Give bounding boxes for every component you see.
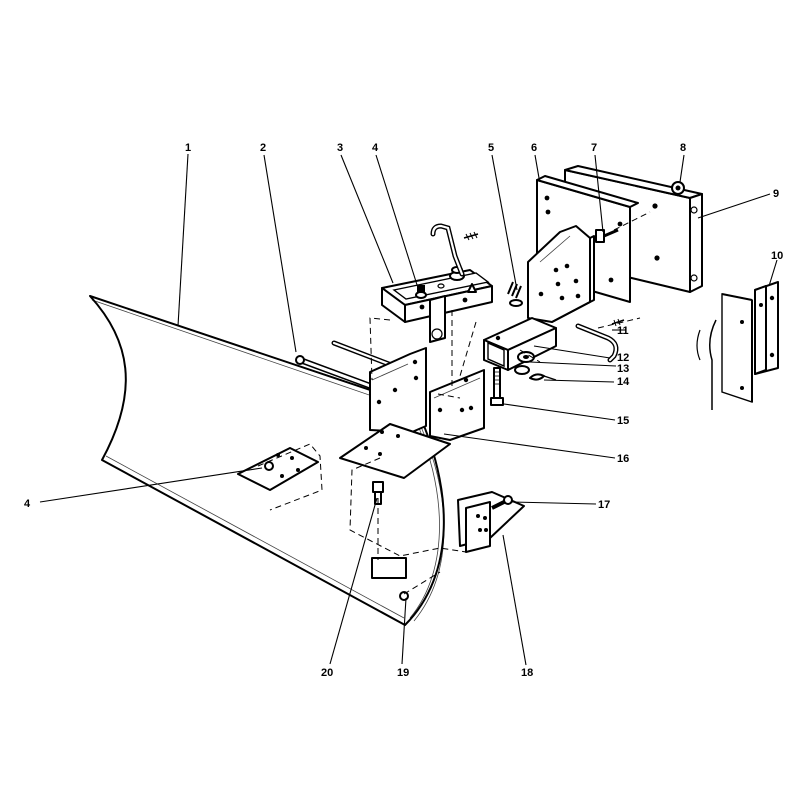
callout-13: 13 [617, 363, 629, 375]
callout-4: 4 [372, 142, 379, 154]
hitch-side-bracket [527, 225, 595, 323]
blade-edge-plate [696, 293, 753, 410]
blade-brace-right [429, 369, 485, 441]
mounting-plate-4-lower [237, 447, 319, 491]
callout-labels: 1 2 3 4 5 6 7 8 9 10 11 12 13 14 15 16 4… [24, 142, 783, 679]
callout-16: 16 [617, 453, 629, 465]
washer-12-13 [514, 351, 535, 375]
bolt-15 [490, 367, 504, 406]
cotter-pin-14 [529, 373, 557, 381]
pivot-cradle-bracket [381, 269, 493, 343]
callout-19: 19 [397, 667, 409, 679]
assembly-dashed-lines [257, 211, 651, 595]
callout-5: 5 [488, 142, 494, 154]
spring-pin-5 [507, 281, 523, 307]
callout-15: 15 [617, 415, 629, 427]
callout-20: 20 [321, 667, 333, 679]
bolt-17 [491, 495, 513, 510]
nut-19 [371, 557, 409, 601]
callout-11: 11 [617, 325, 629, 337]
nut-8 [671, 181, 685, 195]
callout-17: 17 [598, 499, 610, 511]
skid-shoe [457, 491, 525, 553]
leader-lines [39, 153, 778, 666]
callout-10: 10 [771, 250, 783, 262]
hitch-square-tube [483, 317, 557, 371]
callout-2: 2 [260, 142, 266, 154]
callout-14: 14 [617, 376, 630, 388]
callout-8: 8 [680, 142, 686, 154]
callout-18: 18 [521, 667, 533, 679]
l-pin-upper [430, 223, 479, 277]
callout-12: 12 [617, 352, 629, 364]
base-plate [339, 423, 451, 479]
callout-3: 3 [337, 142, 343, 154]
blade-brace-left [369, 347, 427, 433]
callout-4-lower: 4 [24, 498, 31, 510]
bolt-7 [595, 228, 619, 243]
l-pin-11 [575, 318, 625, 363]
angle-bracket-10 [754, 281, 779, 375]
callout-1: 1 [185, 142, 191, 154]
callout-7: 7 [591, 142, 597, 154]
callout-9: 9 [773, 188, 779, 200]
callout-6: 6 [531, 142, 537, 154]
